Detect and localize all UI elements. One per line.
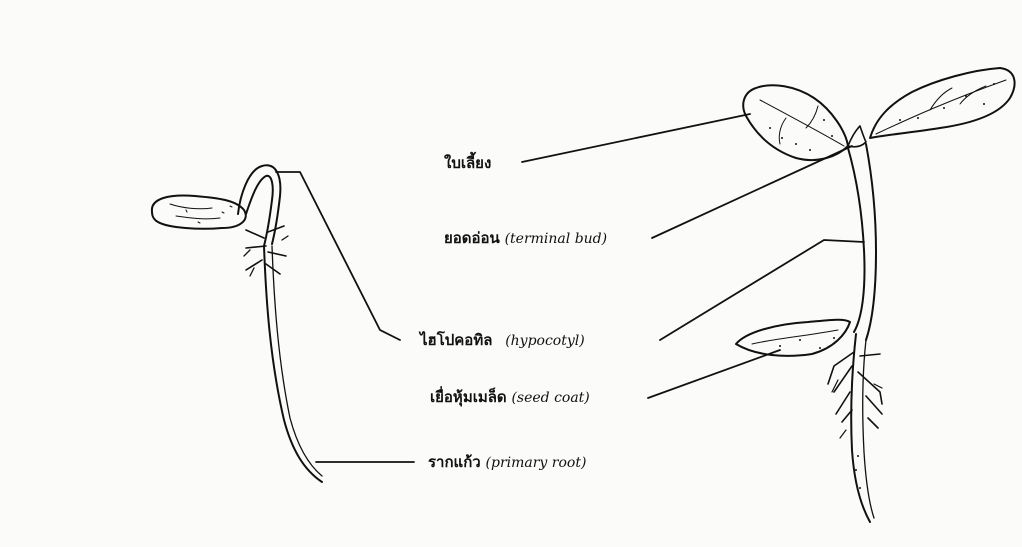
label-hypocotyl: ไฮโปคอทิล (hypocotyl) xyxy=(420,331,585,350)
mature-seedling xyxy=(736,68,1015,522)
leader-lines xyxy=(276,114,864,462)
leader-hypocotyl-right xyxy=(660,240,864,340)
label-primary-root-english: (primary root) xyxy=(486,455,587,471)
label-terminal-bud-english: (terminal bud) xyxy=(505,231,608,247)
mature-primary-root xyxy=(851,334,870,522)
label-cotyledon-thai: ใบเลี้ยง xyxy=(444,154,491,172)
young-seed xyxy=(152,196,246,229)
label-seed-coat: เยื่อหุ้มเมล็ด (seed coat) xyxy=(430,388,590,407)
leader-terminal-bud xyxy=(652,146,852,238)
label-terminal-bud: ยอดอ่อน (terminal bud) xyxy=(444,229,607,248)
young-seedling xyxy=(152,165,322,482)
label-hypocotyl-english: (hypocotyl) xyxy=(505,333,585,349)
leader-seed-coat xyxy=(648,350,780,398)
label-seed-coat-english: (seed coat) xyxy=(511,390,589,406)
young-hypocotyl-hook xyxy=(238,165,280,244)
label-terminal-bud-thai: ยอดอ่อน xyxy=(444,229,500,247)
label-seed-coat-thai: เยื่อหุ้มเมล็ด xyxy=(430,388,507,406)
label-primary-root: รากแก้ว (primary root) xyxy=(428,453,586,472)
label-cotyledon: ใบเลี้ยง xyxy=(444,154,491,172)
terminal-bud xyxy=(848,126,866,147)
leader-cotyledon xyxy=(522,114,750,162)
stipple-dots xyxy=(769,83,995,489)
left-cotyledon xyxy=(743,85,848,160)
right-cotyledon xyxy=(870,68,1015,138)
young-primary-root xyxy=(264,246,322,482)
leader-hypocotyl-left xyxy=(276,172,400,340)
label-primary-root-thai: รากแก้ว xyxy=(428,453,481,471)
mature-stem xyxy=(848,148,865,332)
seed-coat xyxy=(736,320,850,356)
label-hypocotyl-thai: ไฮโปคอทิล xyxy=(420,331,492,349)
